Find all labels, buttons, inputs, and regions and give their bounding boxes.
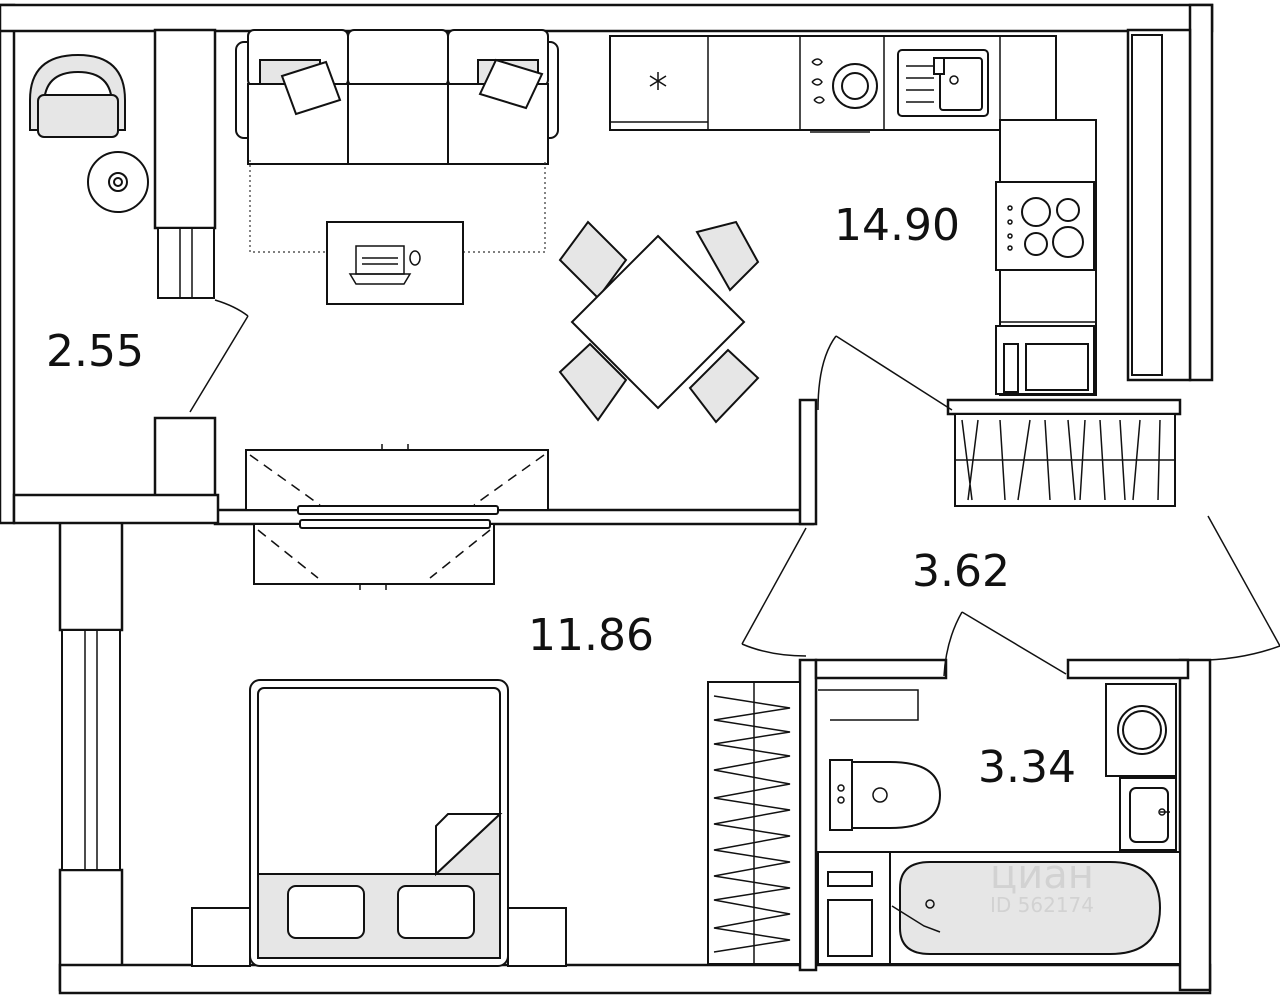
- watermark-id: ID 562174: [990, 893, 1094, 917]
- wardrobe-icon: [707, 681, 801, 965]
- room-area-label: 3.62: [912, 546, 1010, 597]
- bed-icon: [191, 679, 567, 967]
- bathroom: [817, 611, 1181, 965]
- walls: [0, 3, 1214, 995]
- laptop-icon: [348, 245, 421, 285]
- washing-machine-icon: [1105, 683, 1177, 777]
- pillow-icon: [287, 885, 365, 939]
- living-room: [235, 29, 1097, 424]
- cooktop-icon: [995, 181, 1095, 271]
- windows: [61, 34, 1163, 871]
- sofa-icon: [235, 29, 559, 165]
- bedroom: [191, 679, 801, 967]
- room-area-label: 14.90: [834, 200, 960, 251]
- corridor: [741, 413, 1280, 661]
- watermark-brand: циан: [990, 852, 1094, 898]
- room-area-label: 2.55: [46, 326, 144, 377]
- cabinet-icon: [817, 851, 891, 965]
- wardrobe-top: [954, 413, 1176, 507]
- snowflake-icon: [649, 72, 667, 90]
- hall-furniture: [29, 53, 249, 413]
- sink-icon: [897, 49, 989, 117]
- bathtub-icon: [889, 851, 1181, 965]
- microwave-icon: [995, 325, 1095, 395]
- pillow-icon: [397, 885, 475, 939]
- watermark: циан ID 562174: [990, 852, 1094, 917]
- area-labels: 2.55 14.90 11.86 3.62 3.34: [46, 200, 1076, 793]
- dining-table-icon: [558, 220, 760, 424]
- tv-console: [245, 444, 549, 590]
- dishwasher-icon: [811, 58, 878, 109]
- room-area-label: 3.34: [978, 742, 1076, 793]
- bathroom-sink-icon: [1119, 777, 1177, 851]
- kitchen-counter: [609, 35, 1097, 396]
- toilet-icon: [829, 759, 942, 831]
- room-area-label: 11.86: [528, 610, 654, 661]
